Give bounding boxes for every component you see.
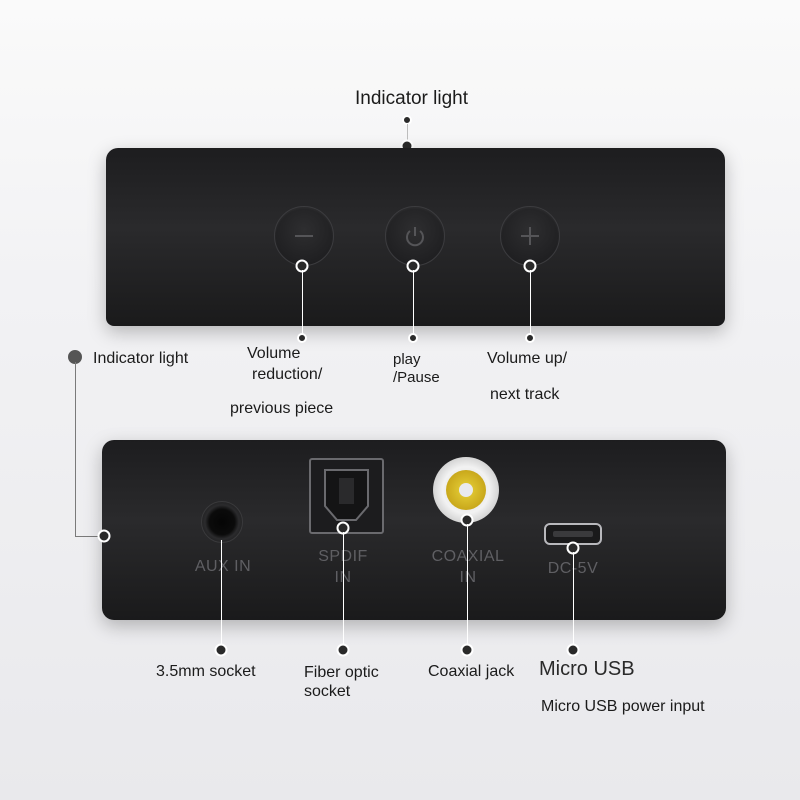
coaxial-port-label-line2: IN — [459, 569, 477, 586]
aux-leader — [221, 540, 222, 648]
coaxial-port-label-line1: COAXIAL — [420, 546, 516, 567]
dc-5v-port-label: DC-5V — [547, 560, 599, 577]
micro-usb-callout-title: Micro USB — [539, 658, 635, 680]
micro-usb-callout-label: Micro USB power input — [541, 698, 705, 715]
coaxial-callout-dot — [460, 643, 474, 657]
indicator-connector-horizontal — [75, 536, 103, 537]
optical-port-shape-icon — [324, 469, 369, 521]
play-pause-button[interactable] — [385, 206, 445, 266]
volume-up-label-line2: next track — [490, 386, 560, 403]
aux-port-label: AUX IN — [194, 558, 252, 575]
spdif-port-label-line2: IN — [334, 569, 352, 586]
volume-up-leader — [530, 270, 531, 334]
volume-up-end-dot — [525, 333, 535, 343]
aux-callout-dot — [214, 643, 228, 657]
volume-down-label-line1: Volume — [247, 345, 301, 362]
volume-down-label-line3: previous piece — [230, 400, 334, 417]
indicator-connector-vertical — [75, 362, 76, 537]
coaxial-callout-label: Coaxial jack — [428, 663, 515, 680]
power-icon — [406, 227, 424, 247]
volume-up-button[interactable] — [500, 206, 560, 266]
volume-up-label-line1: Volume up/ — [487, 350, 568, 367]
plus-icon — [521, 227, 539, 245]
volume-down-leader — [302, 270, 303, 334]
spdif-port-label-line1: SPDIF — [318, 548, 368, 565]
volume-down-end-dot — [297, 333, 307, 343]
coaxial-jack-hole — [459, 483, 473, 497]
play-pause-leader — [413, 270, 414, 334]
play-pause-label-line1: play — [393, 351, 421, 368]
volume-down-label-line2: reduction/ — [252, 366, 323, 383]
bottom-indicator-light — [97, 529, 111, 543]
spdif-callout-dot — [336, 643, 350, 657]
minus-icon — [295, 235, 313, 237]
spdif-callout-line1: Fiber optic — [304, 664, 379, 681]
volume-down-button[interactable] — [274, 206, 334, 266]
indicator-leader-line — [407, 124, 408, 144]
bottom-indicator-light-label: Indicator light — [93, 350, 189, 367]
spdif-optical-port[interactable] — [309, 458, 384, 534]
spdif-callout-line2: socket — [304, 683, 351, 700]
top-indicator-light-label: Indicator light — [355, 88, 469, 109]
coaxial-leader — [467, 524, 468, 648]
aux-callout-label: 3.5mm socket — [156, 663, 256, 680]
bottom-device-body — [102, 440, 726, 620]
spdif-leader — [343, 532, 344, 648]
play-pause-end-dot — [408, 333, 418, 343]
play-pause-label-line2: /Pause — [393, 369, 440, 386]
aux-in-jack[interactable] — [201, 501, 243, 543]
micro-usb-callout-dot — [566, 643, 580, 657]
micro-usb-leader — [573, 552, 574, 648]
